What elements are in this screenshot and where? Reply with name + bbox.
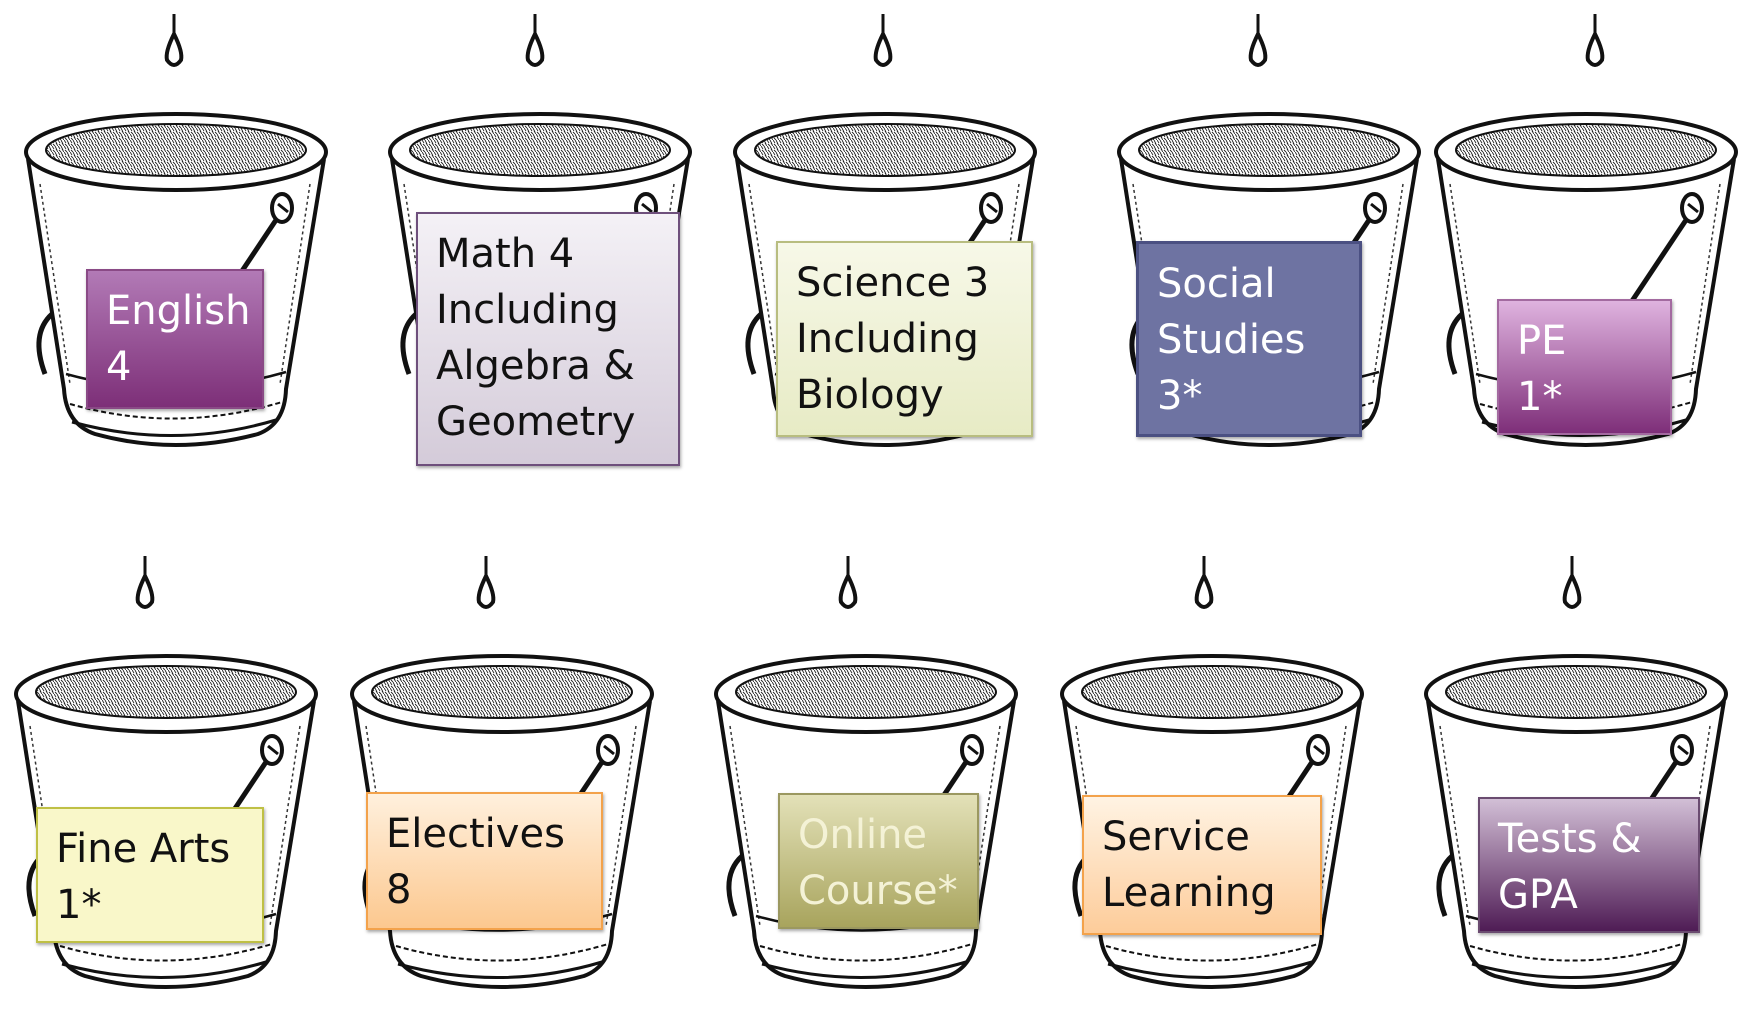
- water-drop-icon: [1580, 8, 1610, 72]
- water-drop-icon: [868, 8, 898, 72]
- water-drop-icon: [471, 550, 501, 614]
- science-label: Science 3 Including Biology: [776, 241, 1033, 437]
- social-studies-label: Social Studies 3*: [1136, 241, 1362, 437]
- tests-gpa-label: Tests & GPA: [1478, 797, 1700, 933]
- service-learning-label: Service Learning: [1082, 795, 1322, 935]
- water-drop-icon: [1243, 8, 1273, 72]
- pe-label: PE 1*: [1497, 299, 1672, 435]
- water-drop-icon: [833, 550, 863, 614]
- electives-label: Electives 8: [366, 792, 603, 930]
- water-drop-icon: [130, 550, 160, 614]
- water-drop-icon: [1557, 550, 1587, 614]
- math-label: Math 4 Including Algebra & Geometry: [416, 212, 680, 466]
- online-course-label: Online Course*: [778, 793, 979, 929]
- water-drop-icon: [1189, 550, 1219, 614]
- english-label: English 4: [86, 269, 264, 409]
- fine-arts-label: Fine Arts 1*: [36, 807, 264, 943]
- water-drop-icon: [520, 8, 550, 72]
- water-drop-icon: [159, 8, 189, 72]
